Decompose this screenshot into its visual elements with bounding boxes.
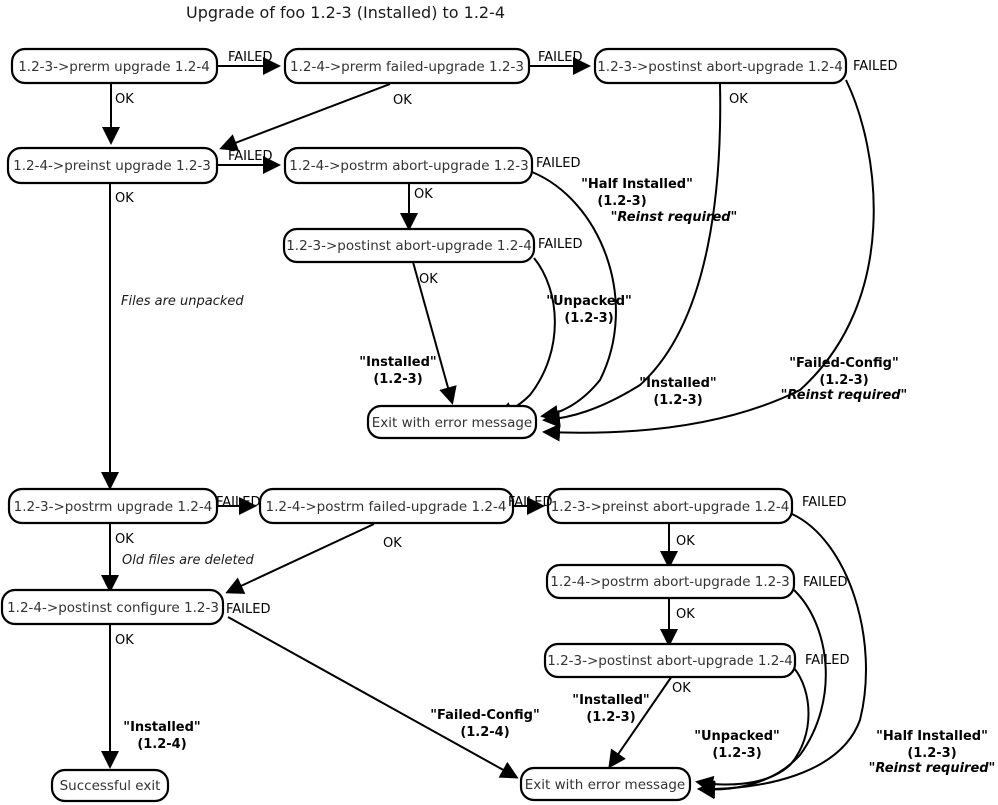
edge-prermfailed-ok: [219, 83, 391, 152]
edge-label-ok-1: OK: [115, 92, 134, 107]
edge-label-failed-1: FAILED: [228, 50, 272, 65]
state-half-installed-version: (1.2-3): [597, 194, 646, 209]
edge-postrmabortbot-failed: [697, 589, 827, 800]
node-preinst-upgrade[interactable]: [6, 146, 219, 185]
edge-label-failed-12: FAILED: [805, 653, 849, 668]
state-installed-name-top-left: "Installed": [359, 355, 436, 370]
node-prerm-upgrade-label: 1.2-3->prerm upgrade 1.2-4: [18, 59, 210, 75]
edge-postinstconf-failed: [227, 616, 519, 779]
node-postinst-abort-upgrade-top-label: 1.2-3->postinst abort-upgrade 1.2-4: [597, 59, 843, 75]
edge-label-failed-11: FAILED: [803, 575, 847, 590]
state-half-installed-reinst-bottom: "Reinst required": [869, 761, 996, 776]
edge-label-ok-7: OK: [115, 532, 134, 547]
node-exit-error-top-label: Exit with error message: [372, 415, 532, 431]
edge-postrmmid-failed: [531, 171, 617, 423]
edge-label-ok-10: OK: [676, 534, 695, 549]
node-postinst-configure[interactable]: [0, 588, 225, 626]
node-postinst-configure-label: 1.2-4->postinst configure 1.2-3: [7, 600, 219, 616]
state-failed-config-version-top: (1.2-3): [819, 373, 868, 388]
node-postrm-abort-upgrade-bottom-label: 1.2-4->postrm abort-upgrade 1.2-3: [550, 574, 789, 590]
state-half-installed-version-bottom: (1.2-3): [907, 746, 956, 761]
edge-postinstabortbot-ok: [608, 675, 673, 769]
node-postrm-failed-upgrade[interactable]: [258, 487, 515, 525]
state-installed-version-success: (1.2-4): [137, 737, 186, 752]
state-installed-version-top-right: (1.2-3): [653, 393, 702, 408]
state-installed-name-success: "Installed": [123, 720, 200, 735]
node-preinst-upgrade-label: 1.2-4->preinst upgrade 1.2-3: [13, 158, 211, 174]
state-failed-config-name-top: "Failed-Config": [789, 356, 899, 371]
node-preinst-abort-upgrade[interactable]: [546, 487, 794, 525]
state-unpacked-name-top: "Unpacked": [546, 294, 632, 309]
node-postinst-abort-upgrade-mid-label: 1.2-3->postinst abort-upgrade 1.2-4: [286, 238, 532, 254]
state-installed-version-top-left: (1.2-3): [373, 372, 422, 387]
state-installed-name-top-right: "Installed": [639, 376, 716, 391]
node-postrm-abort-upgrade-mid-label: 1.2-4->postrm abort-upgrade 1.2-3: [289, 158, 528, 174]
state-half-installed-name: "Half Installed": [581, 177, 693, 192]
state-installed-version-bottom: (1.2-3): [586, 710, 635, 725]
edge-label-failed-9: FAILED: [226, 602, 270, 617]
edge-label-ok-6: OK: [419, 272, 438, 287]
edge-label-failed-7: FAILED: [216, 495, 260, 510]
node-postinst-abort-upgrade-top[interactable]: [593, 47, 848, 85]
edge-label-ok-12: OK: [672, 681, 691, 696]
note-old-files-deleted: Old files are deleted: [122, 553, 255, 568]
node-postrm-abort-upgrade-mid[interactable]: [283, 146, 534, 185]
edge-preinstabort-failed: [697, 513, 867, 799]
edge-label-ok-5: OK: [414, 187, 433, 202]
edge-label-failed-10: FAILED: [802, 495, 846, 510]
edge-label-ok-2: OK: [393, 93, 412, 108]
edge-label-failed-6: FAILED: [538, 237, 582, 252]
edge-label-ok-9: OK: [115, 633, 134, 648]
node-prerm-failed-upgrade-label: 1.2-4->prerm failed-upgrade 1.2-3: [290, 59, 524, 75]
edge-postrmfailed-ok: [225, 523, 375, 594]
edge-label-ok-11: OK: [676, 607, 695, 622]
state-failed-config-name-bottom: "Failed-Config": [430, 708, 540, 723]
node-postrm-upgrade-label: 1.2-3->postrm upgrade 1.2-4: [14, 499, 213, 515]
state-failed-config-version-bottom: (1.2-4): [460, 725, 509, 740]
edge-label-failed-4: FAILED: [228, 149, 272, 164]
node-postinst-abort-upgrade-bottom[interactable]: [543, 642, 797, 679]
edge-label-failed-3: FAILED: [853, 59, 897, 74]
node-postrm-upgrade[interactable]: [7, 487, 219, 525]
node-postrm-abort-upgrade-bottom[interactable]: [545, 563, 796, 600]
node-preinst-abort-upgrade-label: 1.2-3->preinst abort-upgrade 1.2-4: [551, 499, 790, 515]
edge-label-ok-4: OK: [115, 191, 134, 206]
edge-postinsttop-failed: [542, 79, 875, 442]
node-prerm-upgrade[interactable]: [10, 47, 219, 85]
state-unpacked-version-bottom: (1.2-3): [712, 746, 761, 761]
edge-postinstabortbot-failed: [695, 667, 810, 794]
node-successful-exit[interactable]: [50, 768, 170, 803]
edge-label-failed-2: FAILED: [538, 50, 582, 65]
node-exit-error-bottom[interactable]: [519, 766, 692, 802]
edge-label-failed-5: FAILED: [536, 156, 580, 171]
node-postrm-failed-upgrade-label: 1.2-4->postrm failed-upgrade 1.2-4: [266, 499, 507, 515]
edge-postinstmid-failed: [495, 257, 556, 419]
state-unpacked-version-top: (1.2-3): [564, 311, 613, 326]
edge-postinsttop-ok: [542, 83, 722, 428]
node-exit-error-bottom-label: Exit with error message: [525, 777, 685, 793]
node-postinst-abort-upgrade-bottom-label: 1.2-3->postinst abort-upgrade 1.2-4: [547, 653, 793, 669]
node-postinst-abort-upgrade-mid[interactable]: [282, 227, 536, 264]
state-half-installed-reinst: "Reinst required": [611, 210, 738, 225]
state-failed-config-reinst-top: "Reinst required": [781, 388, 908, 403]
state-half-installed-name-bottom: "Half Installed": [876, 729, 988, 744]
note-files-unpacked: Files are unpacked: [121, 294, 244, 309]
page-title: Upgrade of foo 1.2-3 (Installed) to 1.2-…: [186, 3, 505, 22]
edge-label-ok-8: OK: [383, 536, 402, 551]
node-exit-error-top[interactable]: [366, 404, 538, 440]
edge-label-ok-3: OK: [729, 92, 748, 107]
node-prerm-failed-upgrade[interactable]: [283, 47, 531, 85]
edge-label-failed-8: FAILED: [508, 495, 552, 510]
node-successful-exit-label: Successful exit: [60, 778, 161, 794]
edge-postinstmid-ok: [412, 261, 457, 405]
state-installed-name-bottom: "Installed": [572, 693, 649, 708]
state-unpacked-name-bottom: "Unpacked": [694, 729, 780, 744]
